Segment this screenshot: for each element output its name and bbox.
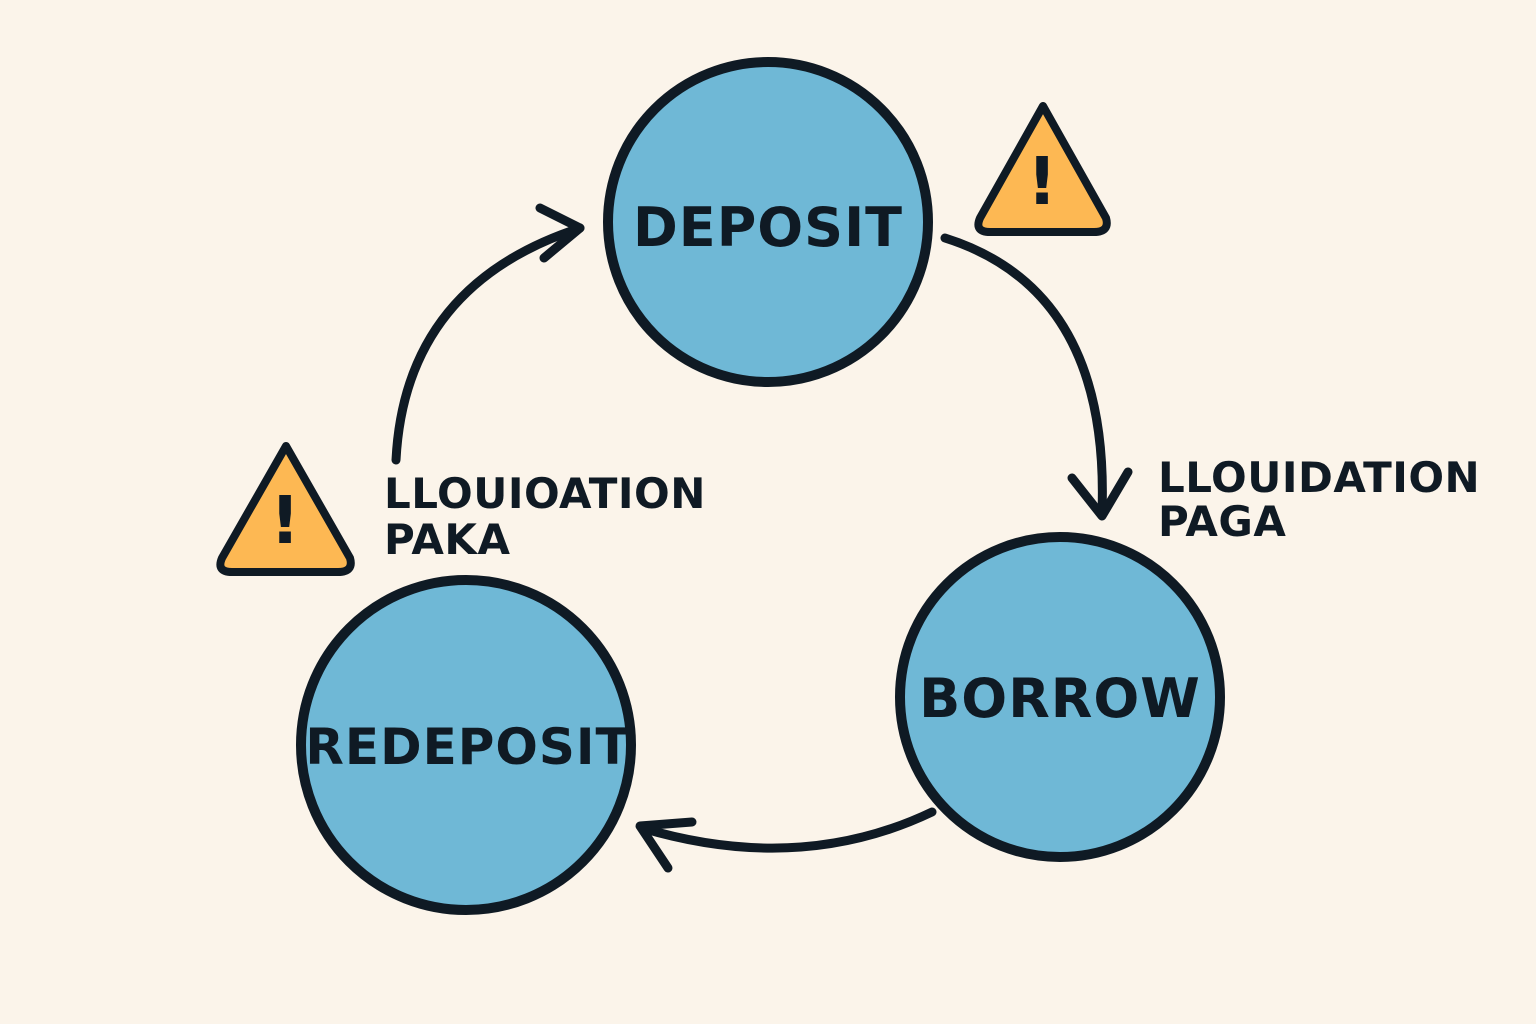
warning-right-icon: ! <box>974 102 1111 236</box>
warning-right-text: LLOUIDATION PAGA <box>1158 453 1480 546</box>
warning-left-icon: ! <box>216 442 355 576</box>
warning-left-line2: PAKA <box>384 515 510 564</box>
warning-right-line1: LLOUIDATION <box>1158 453 1480 502</box>
deposit-label: DEPOSIT <box>633 196 903 259</box>
arrow-head-redeposit <box>635 817 697 873</box>
arrow-borrow-to-redeposit <box>637 807 937 853</box>
warning-right-line2: PAGA <box>1158 497 1286 546</box>
warning-left-symbol: ! <box>270 482 300 559</box>
node-borrow: BORROW <box>895 532 1225 862</box>
warning-left-text: LLOUIOATION PAKA <box>384 469 706 564</box>
arrow-head-borrow <box>1067 467 1133 521</box>
arrow-redeposit-to-deposit <box>391 223 585 465</box>
arrow-head-deposit <box>535 203 585 263</box>
warning-right-symbol: ! <box>1027 143 1057 220</box>
warning-left-line1: LLOUIOATION <box>384 469 706 518</box>
node-deposit: DEPOSIT <box>603 57 933 387</box>
arrow-deposit-to-borrow <box>940 233 1107 517</box>
node-redeposit: REDEPOSIT <box>296 575 636 915</box>
redeposit-label: REDEPOSIT <box>305 718 630 776</box>
borrow-label: BORROW <box>919 667 1201 730</box>
